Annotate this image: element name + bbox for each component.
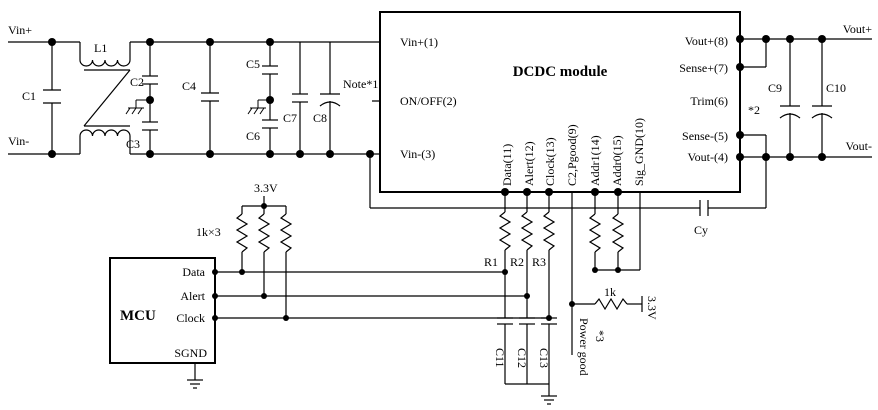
label-c6: C6	[246, 129, 260, 143]
mcu-pin-data: Data	[182, 265, 205, 279]
pin-sig-gnd: Sig_GND(10)	[632, 118, 646, 186]
label-c13: C13	[537, 348, 551, 368]
pin-c2-pgood: C2,Pgood(9)	[565, 124, 579, 186]
label-c1: C1	[22, 89, 36, 103]
module-title: DCDC module	[513, 64, 608, 80]
pin-addr0: Addr0(15)	[610, 135, 624, 186]
label-c10: C10	[826, 81, 846, 95]
input-junctions	[48, 38, 394, 158]
label-vout-minus: Vout-	[846, 139, 872, 153]
label-c7: C7	[283, 111, 297, 125]
pin-clock: Clock(13)	[543, 137, 557, 186]
pin-vout-plus: Vout+(8)	[685, 34, 728, 48]
label-c5: C5	[246, 57, 260, 71]
mcu-pin-clock: Clock	[176, 311, 205, 325]
pin-alert: Alert(12)	[522, 141, 536, 186]
label-vin-plus: Vin+	[8, 23, 32, 37]
label-c4: C4	[182, 79, 196, 93]
mcu-title: MCU	[120, 308, 156, 324]
label-r1: R1	[484, 255, 498, 269]
label-power-good: Power good	[577, 318, 591, 376]
label-pullup-value: 1k×3	[196, 225, 221, 239]
label-vout-plus: Vout+	[843, 22, 872, 36]
label-c2: C2	[130, 75, 144, 89]
pin-trim: Trim(6)	[690, 94, 728, 108]
label-c12: C12	[515, 348, 529, 368]
label-c3: C3	[126, 137, 140, 151]
pin-on-off: ON/OFF(2)	[400, 94, 457, 108]
pin-sense-minus: Sense-(5)	[682, 129, 728, 143]
label-l1: L1	[94, 41, 107, 55]
label-pgood-resistor: 1k	[604, 285, 616, 299]
input-wiring	[8, 41, 390, 155]
pin-vin-plus: Vin+(1)	[400, 35, 438, 49]
output-junctions	[736, 35, 826, 161]
label-vin-minus: Vin-	[8, 134, 29, 148]
pin-sense-plus: Sense+(7)	[679, 61, 728, 75]
dcdc-module-box	[379, 11, 741, 193]
label-pgood-supply: 3.3V	[645, 296, 659, 320]
mcu-pin-sgnd: SGND	[174, 346, 207, 360]
label-note1: Note*1	[343, 77, 378, 91]
label-cy: Cy	[694, 223, 708, 237]
mcu-junctions	[212, 203, 289, 321]
l1-inductor	[79, 59, 131, 137]
label-c8: C8	[313, 111, 327, 125]
mcu-pin-alert: Alert	[180, 289, 205, 303]
label-note2: *2	[748, 103, 760, 117]
label-c9: C9	[768, 81, 782, 95]
label-c11: C11	[493, 348, 507, 368]
pin-data: Data(11)	[500, 144, 514, 186]
pin-addr1: Addr1(14)	[588, 135, 602, 186]
pmbus-junctions	[501, 188, 622, 321]
pin-vin-minus: Vin-(3)	[400, 147, 435, 161]
label-r3: R3	[532, 255, 546, 269]
label-pullup-supply: 3.3V	[254, 181, 278, 195]
label-note3: *3	[593, 330, 607, 342]
pin-vout-minus: Vout-(4)	[688, 150, 728, 164]
label-r2: R2	[510, 255, 524, 269]
mcu-box	[109, 257, 216, 364]
pmbus-wiring	[497, 192, 643, 405]
